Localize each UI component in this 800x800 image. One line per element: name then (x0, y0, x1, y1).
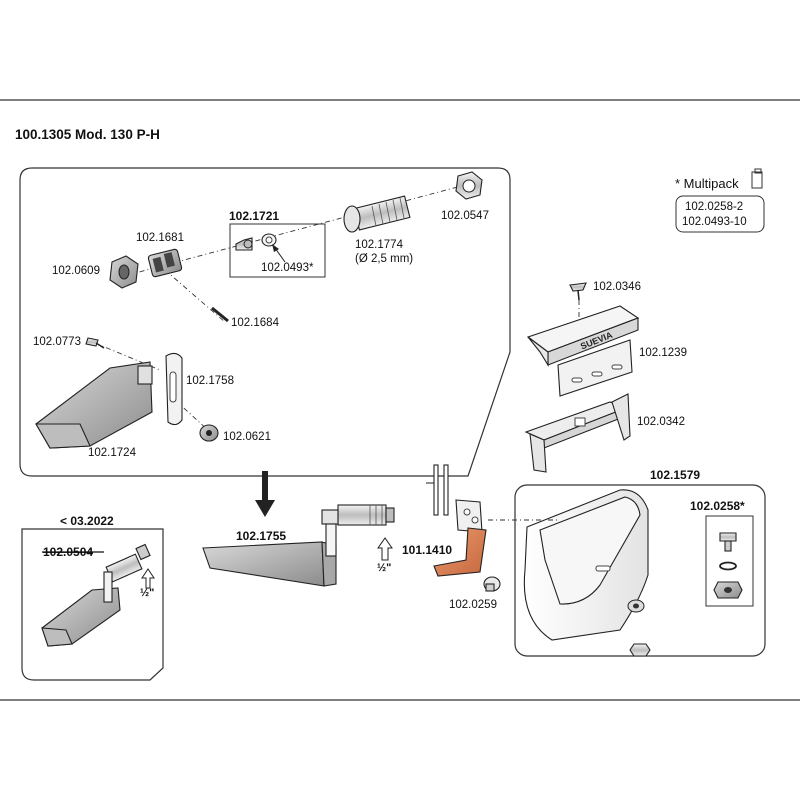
part-label-0259: 102.0259 (449, 599, 497, 611)
part-label-0258: 102.0258* (690, 499, 745, 513)
nut-0258-part (713, 581, 743, 599)
multipack-code-2: 102.0493-10 (682, 216, 747, 228)
diagram-title: 100.1305 Mod. 130 P-H (15, 127, 160, 142)
nut-0547-part (455, 171, 483, 200)
multipack-codes-box (675, 195, 765, 233)
multipack-label: * Multipack (675, 176, 739, 191)
part-label-1239: 102.1239 (639, 347, 687, 359)
plug-0259-part (483, 576, 501, 592)
part-label-1579: 102.1579 (650, 468, 700, 482)
part-label-0342: 102.0342 (637, 416, 685, 428)
valve-detail-frame (19, 167, 511, 477)
part-label-0346: 102.0346 (593, 281, 641, 293)
fitting-1774-part (343, 195, 411, 233)
copper-strap-1410-part (433, 527, 487, 577)
bracket-0342-part (524, 393, 631, 473)
screw-0258-part (719, 532, 737, 552)
valve-body-1681-part (147, 248, 183, 278)
part-label-1410: 101.1410 (402, 543, 452, 557)
part-label-0547: 102.0547 (441, 210, 489, 222)
valve-pin-part (235, 237, 253, 251)
mounting-plate-part (455, 499, 483, 533)
thread-label-2: ½" (140, 587, 154, 599)
multipack-code-1: 102.0258-2 (685, 201, 743, 213)
nut-bowl-part (629, 643, 651, 657)
old-version-frame (21, 528, 164, 681)
old-version-label: < 03.2022 (60, 514, 114, 528)
part-label-0773: 102.0773 (33, 336, 81, 348)
nut-0609-part (109, 255, 139, 289)
part-label-1721: 102.1721 (229, 209, 279, 223)
float-1755-part (202, 541, 337, 587)
subassembly-1721-box (229, 223, 326, 278)
part-label-1724: 102.1724 (88, 447, 137, 459)
lever-1758-part (165, 352, 183, 426)
oring-0258-part (719, 561, 737, 571)
part-label-0609: 102.0609 (52, 265, 100, 277)
float-0504-part (41, 587, 121, 647)
part-label-1774: 102.1774 (355, 239, 404, 251)
screw-0346-part (569, 282, 587, 301)
clamp-bars-part (426, 464, 449, 516)
thread-label-1: ½" (377, 562, 391, 574)
pin-axis-line (164, 269, 226, 323)
assembly-arrow (255, 471, 275, 517)
part-label-1684: 102.1684 (231, 317, 280, 329)
float-1724-part (35, 361, 153, 449)
part-label-1758: 102.1758 (186, 375, 234, 387)
drinking-bowl-part (523, 489, 649, 641)
valve-0504-part (103, 543, 151, 603)
part-label-0621: 102.0621 (223, 431, 271, 443)
part-label-1681: 102.1681 (136, 232, 184, 244)
cover-1239-part: SUEVIA (526, 305, 640, 397)
part-note-1774: (Ø 2,5 mm) (355, 253, 413, 265)
subassembly-0258-box (705, 515, 754, 607)
thread-arrow-2 (141, 568, 155, 589)
pin-1684-part (211, 306, 229, 323)
part-label-1755: 102.1755 (236, 529, 286, 543)
valve-1755-part (321, 504, 395, 557)
thread-arrow-1 (377, 537, 393, 561)
multipack-icon (751, 168, 763, 189)
washer-0621-part (199, 424, 219, 442)
part-label-0493: 102.0493* (261, 262, 314, 274)
seal-0493-part (261, 233, 277, 247)
valve-axis-line (127, 184, 466, 276)
seal-arrow-head (272, 244, 279, 252)
screw-0773-part (85, 337, 105, 349)
